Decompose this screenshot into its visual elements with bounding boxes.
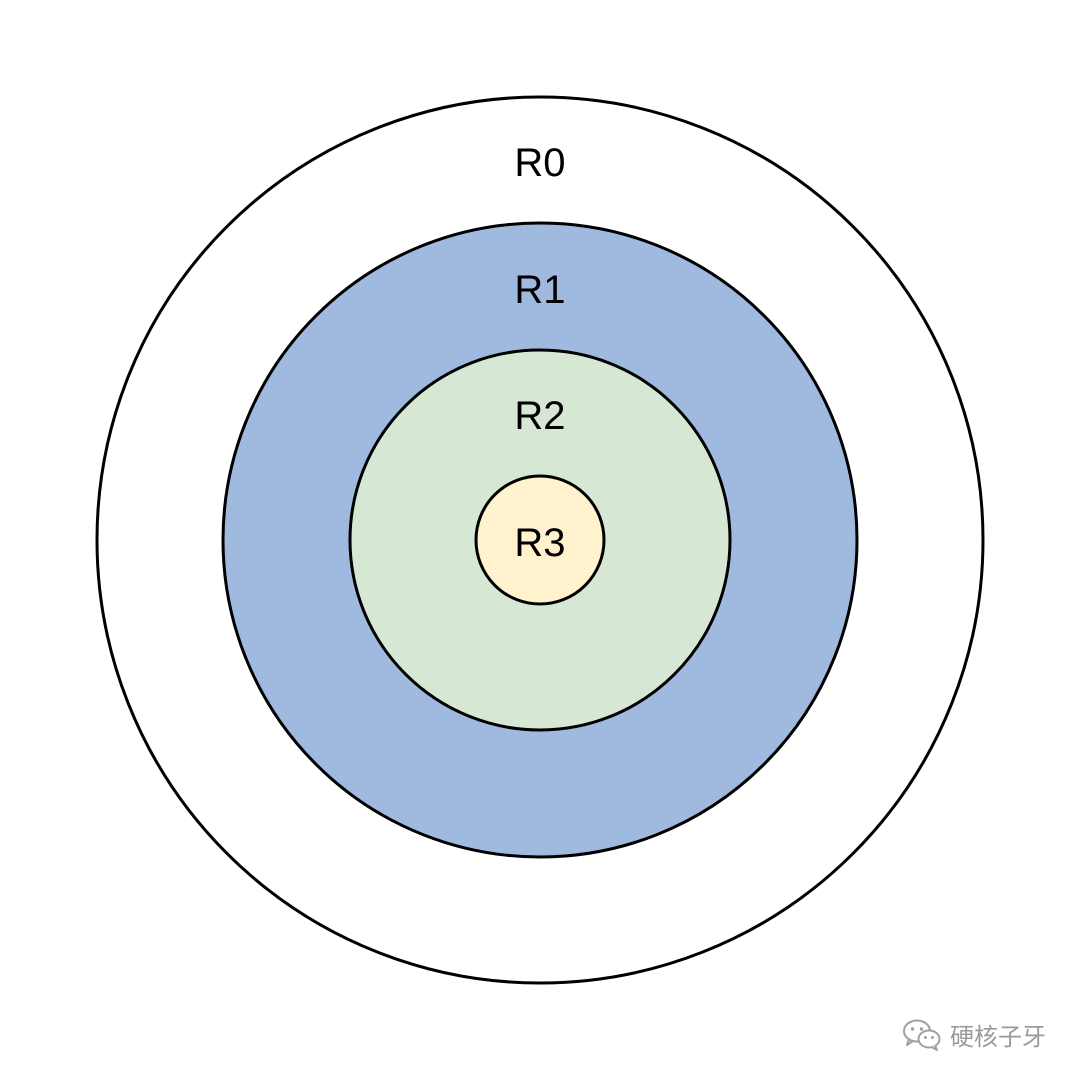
ring-label-r0: R0 — [514, 141, 565, 185]
watermark: 硬核子牙 — [902, 1017, 1046, 1052]
ring-label-r2: R2 — [514, 394, 565, 438]
ring-r3 — [474, 474, 606, 606]
ring-label-r1: R1 — [514, 268, 565, 312]
wechat-icon — [903, 1019, 941, 1051]
watermark-text: 硬核子牙 — [950, 1023, 1046, 1051]
ring-label-r3: R3 — [514, 521, 565, 565]
